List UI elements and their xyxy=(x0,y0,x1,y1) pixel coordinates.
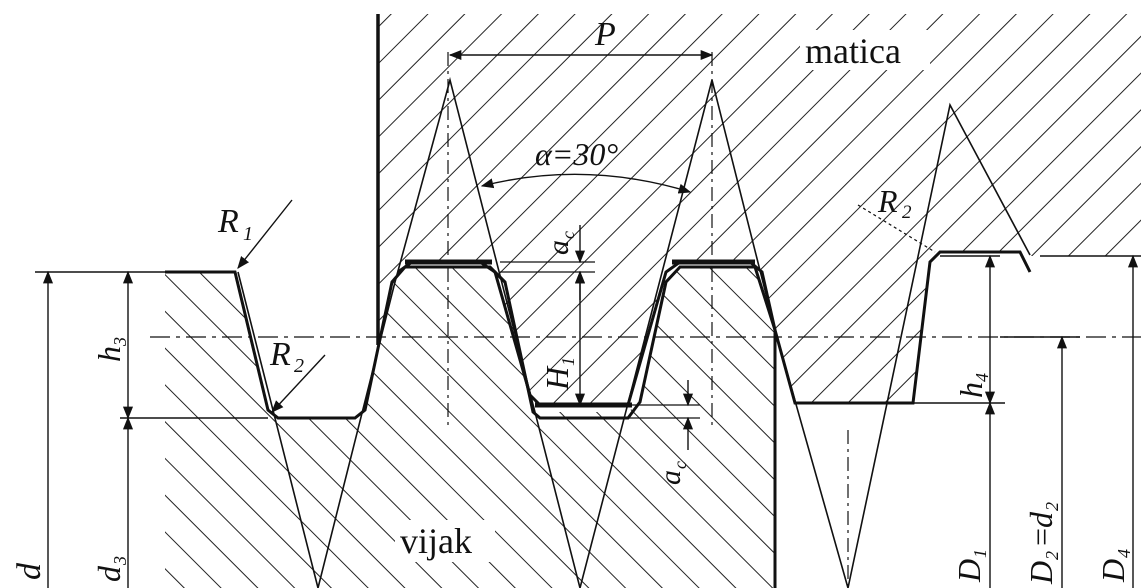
r2-nut-label: R xyxy=(877,183,898,219)
nut-region xyxy=(378,14,1141,405)
screw-label: vijak xyxy=(400,521,472,561)
H1-label-group: H 1 xyxy=(539,357,578,391)
d3-subscript: 3 xyxy=(110,556,130,566)
d-label: d xyxy=(11,562,48,580)
D2-label-group: D 2 = d 2 xyxy=(1023,502,1062,585)
r2-screw-subscript: 2 xyxy=(294,355,304,377)
r2-screw-leader xyxy=(271,354,326,413)
nut-label-bg xyxy=(800,30,930,70)
r1-label: R xyxy=(217,203,239,240)
D4-subscript: 4 xyxy=(1114,549,1134,558)
d2-label: d xyxy=(1023,511,1059,528)
ac-bot-label-group: a c xyxy=(654,461,690,485)
basic-profile-line xyxy=(237,76,1031,588)
angle-dimension-arc xyxy=(480,173,692,194)
D1-label: D xyxy=(951,559,987,583)
ac-top-label-group: a c xyxy=(542,231,578,255)
d2-subscript: 2 xyxy=(1042,502,1062,511)
D2-subscript: 2 xyxy=(1042,551,1062,560)
h4-subscript: 4 xyxy=(972,373,992,382)
r1-subscript: 1 xyxy=(243,223,253,245)
D4-label-group: D 4 xyxy=(1095,549,1134,583)
d3-label-group: d 3 xyxy=(91,556,130,582)
screw-label-bg xyxy=(395,520,495,562)
h3-label-group: h 3 xyxy=(91,337,130,362)
h3-subscript: 3 xyxy=(110,337,130,347)
h4-label-group: h 4 xyxy=(953,373,992,398)
H1-label: H xyxy=(539,365,575,391)
d3-label: d xyxy=(91,565,127,582)
ac-top-subscript: c xyxy=(558,231,578,239)
h3-label: h xyxy=(91,346,127,362)
screw-region xyxy=(165,267,775,588)
ac-top-label: a xyxy=(542,240,575,255)
D2-label: D xyxy=(1023,561,1059,585)
D2-equals: = xyxy=(1023,526,1059,548)
pitch-label: P xyxy=(594,16,616,53)
r2-screw-label: R xyxy=(269,336,291,373)
screw-profile-line xyxy=(165,265,777,588)
D1-label-group: D 1 xyxy=(951,549,990,583)
r2-nut-subscript: 2 xyxy=(902,202,912,223)
ac-bot-label: a xyxy=(654,470,687,485)
angle-label: α=30° xyxy=(535,136,618,172)
label-layer: matica vijak P α=30° R 1 R 2 R 2 a c H 1… xyxy=(11,16,1134,585)
D1-subscript: 1 xyxy=(970,549,990,558)
d-label-group: d xyxy=(11,562,48,580)
h4-label: h xyxy=(953,382,989,398)
ac-bot-subscript: c xyxy=(670,461,690,469)
nut-label: matica xyxy=(805,31,901,71)
r1-leader xyxy=(237,199,293,269)
H1-subscript: 1 xyxy=(558,357,578,366)
D4-label: D xyxy=(1095,559,1131,583)
